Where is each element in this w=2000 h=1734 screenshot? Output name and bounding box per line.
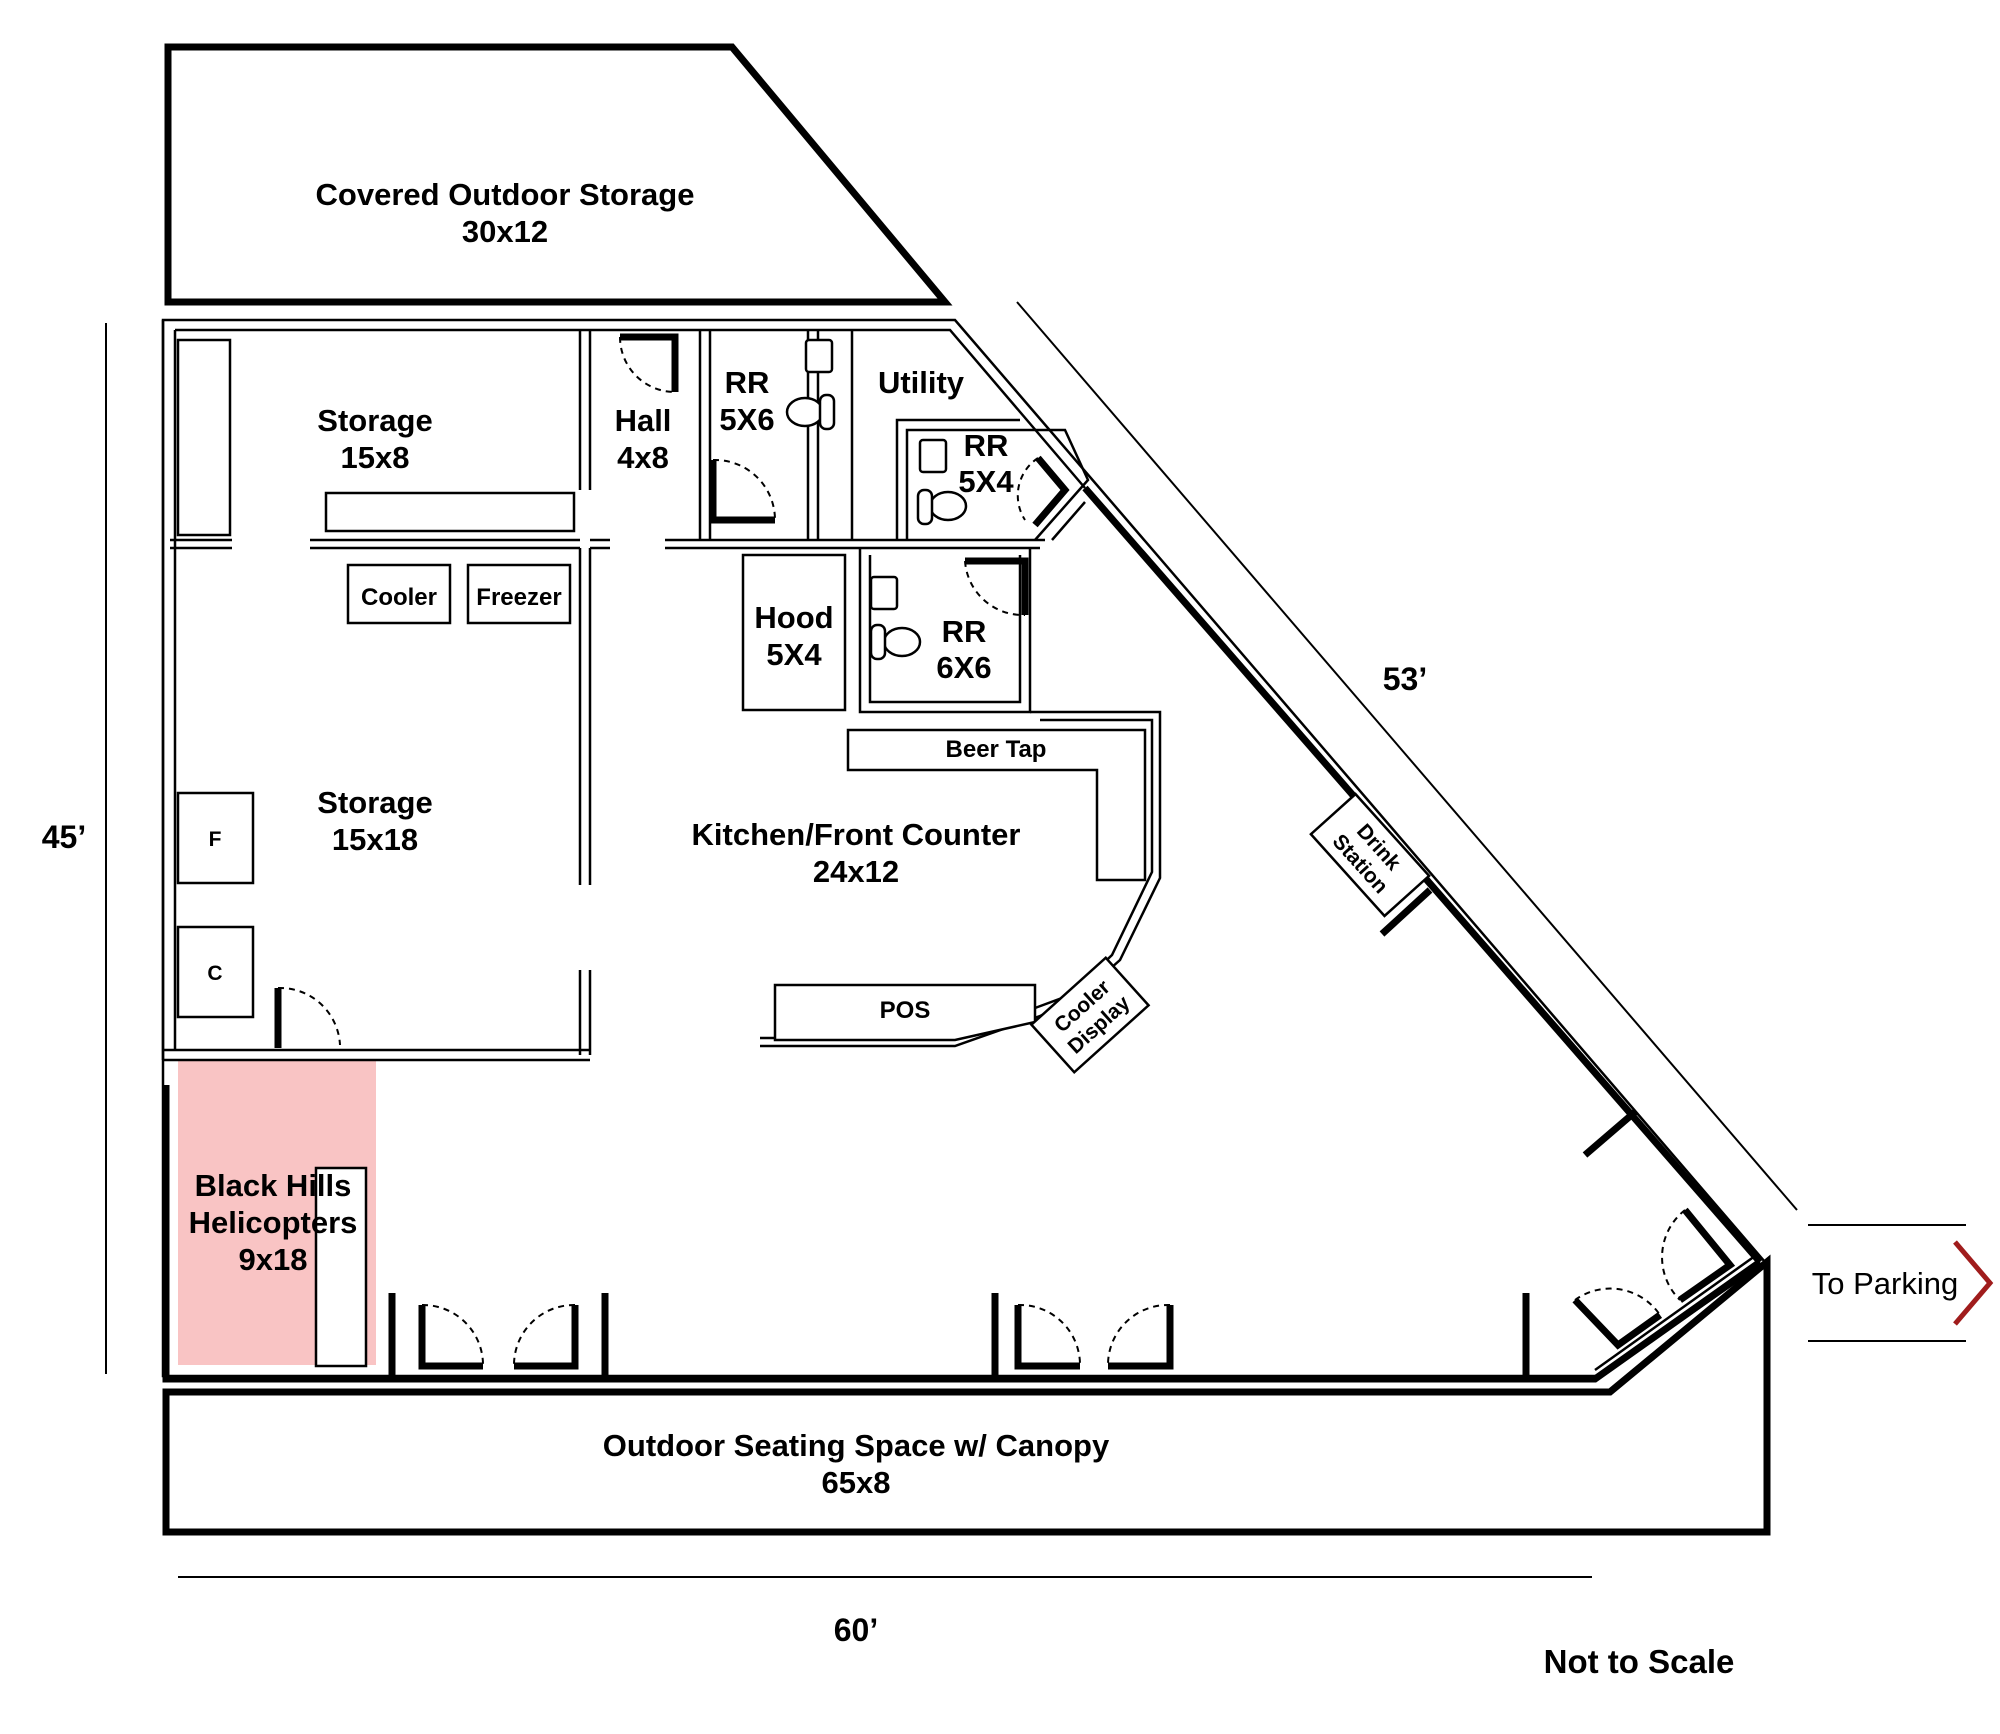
covered-storage-size: 30x12	[462, 214, 548, 249]
helicopter-shelf	[314, 1166, 368, 1368]
width-dimension: 60’	[834, 1612, 878, 1648]
freezer-unit	[466, 563, 572, 625]
beer-tap-label: Beer Tap	[946, 736, 1047, 763]
outdoor-seating-outline	[162, 1254, 1771, 1536]
shelf-top	[324, 491, 576, 533]
covered-storage-name: Covered Outdoor Storage	[316, 177, 695, 212]
cooler-unit	[346, 563, 452, 625]
pos-label: POS	[880, 997, 931, 1024]
hall-size: 4x8	[617, 440, 669, 475]
hall-name: Hall	[615, 403, 672, 438]
rr-5x4-name: RR	[964, 428, 1009, 463]
rr-6x6-size: 6X6	[936, 650, 991, 685]
hood-size: 5X4	[766, 637, 822, 672]
storage-main-name: Storage	[317, 785, 432, 820]
c-unit	[176, 925, 255, 1019]
rr-5x6-name: RR	[725, 365, 770, 400]
black-hills-name-2: Helicopters	[189, 1205, 358, 1240]
drink-station	[1309, 792, 1431, 918]
shelf-left	[176, 338, 232, 537]
freezer-label: Freezer	[476, 584, 561, 611]
hood-name: Hood	[754, 600, 833, 635]
rr-5x6-size: 5X6	[719, 402, 774, 437]
outdoor-seating-name: Outdoor Seating Space w/ Canopy	[603, 1428, 1110, 1463]
black-hills-size: 9x18	[239, 1242, 308, 1277]
rr-5x4-size: 5X4	[958, 464, 1014, 499]
beer-tap-counter	[846, 728, 1147, 882]
doors	[274, 333, 1736, 1376]
diagonal-dimension: 53’	[1383, 661, 1427, 697]
c-unit-label: C	[207, 962, 222, 985]
utility-name: Utility	[878, 365, 965, 400]
hood-box	[741, 553, 847, 712]
cooler-label: Cooler	[361, 584, 437, 611]
storage-main-size: 15x18	[332, 822, 418, 857]
kitchen-size: 24x12	[813, 854, 899, 889]
chevron-right-icon[interactable]	[1953, 1240, 1994, 1326]
outdoor-seating-size: 65x8	[822, 1465, 891, 1500]
f-unit-label: F	[209, 828, 222, 851]
bottom-wall	[162, 1085, 1763, 1383]
storage-top-size: 15x8	[341, 440, 410, 475]
diagonal-dimension-line	[1016, 301, 1798, 1211]
storage-top-name: Storage	[317, 403, 432, 438]
rr-6x6-name: RR	[942, 614, 987, 649]
not-to-scale-note: Not to Scale	[1544, 1643, 1735, 1680]
pos-counter	[773, 983, 1037, 1042]
to-parking-label[interactable]: To Parking	[1812, 1266, 1958, 1301]
kitchen-name: Kitchen/Front Counter	[692, 817, 1021, 852]
height-dimension: 45’	[42, 819, 86, 855]
f-unit	[176, 791, 255, 885]
toilet-icons	[785, 338, 968, 661]
covered-outdoor-storage-outline	[164, 43, 953, 306]
black-hills-name-1: Black Hills	[195, 1168, 352, 1203]
cooler-display	[1029, 955, 1151, 1075]
